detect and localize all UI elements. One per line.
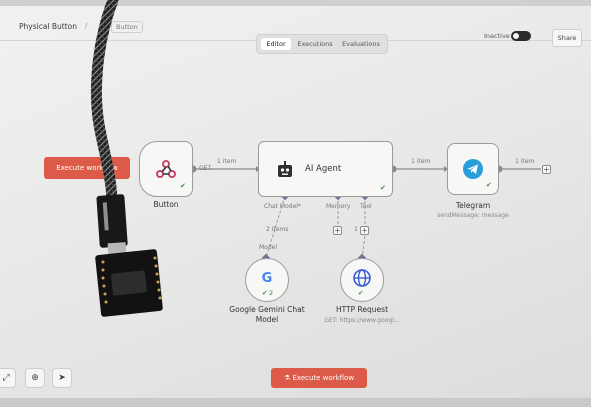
usb-c-connector [107,242,127,256]
add-memory-button[interactable]: + [333,226,342,235]
gemini-node-label: Google Gemini Chat Model [229,305,305,324]
port-label-tool: Tool [360,203,372,210]
ai-agent-label: AI Agent [305,164,342,174]
http-node-label: HTTP Request [335,305,389,314]
edge-label-telegram-out: 1 item [515,158,535,165]
flask-icon: ⚗ [283,374,293,382]
active-toggle[interactable] [511,31,531,41]
tab-evaluations[interactable]: Evaluations [342,40,380,48]
ai-agent-node[interactable]: AI Agent ✔ [258,141,393,197]
button-success-check-icon: ✔ [180,182,186,190]
robot-icon [278,161,292,177]
title-separator: / [85,22,88,30]
edge-label-model-port: Model [259,244,278,251]
usb-plug-housing [96,194,128,248]
edge-label-agent-telegram: 1 item [411,158,431,165]
globe-icon [353,269,371,287]
circuit-board-pins [101,256,162,304]
workflow-title[interactable]: Physical Button [19,22,78,31]
workflow-tag[interactable]: Button [111,21,143,33]
usb-plug-text-strip [102,202,109,231]
port-label-chat-model: Chat Model* [264,203,301,210]
inactive-label: Inactive [484,32,510,40]
http-node-sublabel: GET: https://www.googl... [324,317,400,324]
edge-agent-telegram-arrow [444,166,448,172]
webhook-icon [156,160,176,178]
edge-gemini-agent [265,195,286,259]
monitor-bezel-top [0,0,591,6]
telegram-node-sublabel: sendMessage: message [437,212,509,219]
gemini-run-count: 2 [269,289,274,297]
gemini-chat-model-node[interactable]: G ✔ 2 [245,258,289,302]
tab-editor[interactable]: Editor [261,38,291,50]
share-button[interactable]: Share [552,29,582,47]
edge-label-gemini-items: 2 items [266,226,289,233]
pointer-tool-icon[interactable]: ➤ [52,368,72,388]
zoom-in-icon[interactable]: ⊕ [25,368,45,388]
edge-label-tool-count: 1 [354,226,358,233]
google-g-icon: G [261,271,273,286]
monitor-bezel-bottom [0,398,591,407]
telegram-icon [463,159,483,179]
telegram-node[interactable]: ✔ [447,143,499,195]
braided-cable [90,0,119,211]
edge-label-button-agent: 1 item [217,158,237,165]
execute-workflow-button[interactable]: ⚗ Execute workflow [271,368,367,388]
edge-tool-http [361,235,366,259]
telegram-success-check-icon: ✔ [486,181,492,189]
http-request-node[interactable]: ✔ [340,258,384,302]
add-node-after-telegram-button[interactable]: + [542,165,551,174]
button-node-label: Button [153,200,179,209]
port-label-memory: Memory [326,203,351,210]
tab-executions[interactable]: Executions [297,40,333,48]
execute-workflow-label: Execute workflow [292,374,355,382]
view-tabs: Editor Executions Evaluations [256,34,388,54]
button-node[interactable]: ✔ [139,141,193,197]
telegram-node-label: Telegram [455,201,491,210]
fit-view-button[interactable]: ⤢ [0,368,16,388]
circuit-board-chip [111,270,147,296]
agent-success-check-icon: ✔ [380,184,386,192]
http-check-icon: ✔ [358,289,364,297]
add-tool-button[interactable]: + [360,226,369,235]
gemini-check-icon: ✔ [262,289,268,297]
edge-label-button-method: GET [199,165,212,172]
